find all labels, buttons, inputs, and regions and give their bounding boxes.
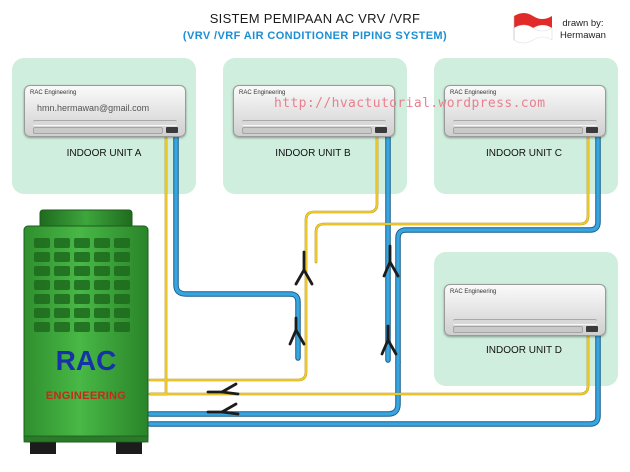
air-vent (453, 319, 597, 325)
air-vent (453, 120, 597, 126)
indoor-unit-c-label: INDOOR UNIT C (486, 148, 562, 159)
air-louver (242, 127, 372, 134)
gas-line (148, 134, 600, 426)
diagram-title: SISTEM PEMIPAAN AC VRV /VRF (209, 11, 421, 26)
indoor-unit-a-label: INDOOR UNIT A (66, 148, 142, 159)
unit-brand: RAC Engineering (450, 289, 497, 295)
status-panel (166, 127, 178, 133)
author-email: hmn.hermawan@gmail.com (37, 103, 150, 113)
indoor-unit-b-label: INDOOR UNIT B (275, 148, 351, 159)
indonesia-flag-icon (513, 13, 553, 44)
indoor-unit-b: RAC Engineering (233, 85, 395, 137)
url-watermark: http://hvactutorial.wordpress.com (274, 96, 546, 111)
credit-label: drawn by: (562, 18, 604, 29)
air-vent (33, 120, 177, 126)
unit-brand: RAC Engineering (239, 90, 286, 96)
air-louver (453, 127, 583, 134)
refnet-joints (206, 244, 400, 416)
status-panel (586, 326, 598, 332)
indoor-unit-a: RAC Engineering hmn.hermawan@gmail.com (24, 85, 186, 137)
indoor-unit-c: RAC Engineering (444, 85, 606, 137)
air-louver (453, 326, 583, 333)
outdoor-unit (23, 209, 149, 454)
indoor-unit-d-label: INDOOR UNIT D (486, 345, 562, 356)
credit-author: Hermawan (560, 30, 606, 41)
outdoor-unit-brand: RAC (55, 345, 117, 376)
status-panel (375, 127, 387, 133)
air-vent (242, 120, 386, 126)
indoor-unit-d: RAC Engineering (444, 284, 606, 336)
credit: drawn by: Hermawan (560, 18, 606, 42)
status-panel (586, 127, 598, 133)
air-louver (33, 127, 163, 134)
outdoor-unit-subbrand: ENGINEERING (45, 390, 127, 402)
unit-brand: RAC Engineering (30, 90, 77, 96)
liquid-line (149, 135, 589, 395)
diagram-subtitle: (VRV /VRF AIR CONDITIONER PIPING SYSTEM) (182, 30, 448, 42)
unit-brand: RAC Engineering (450, 90, 497, 96)
